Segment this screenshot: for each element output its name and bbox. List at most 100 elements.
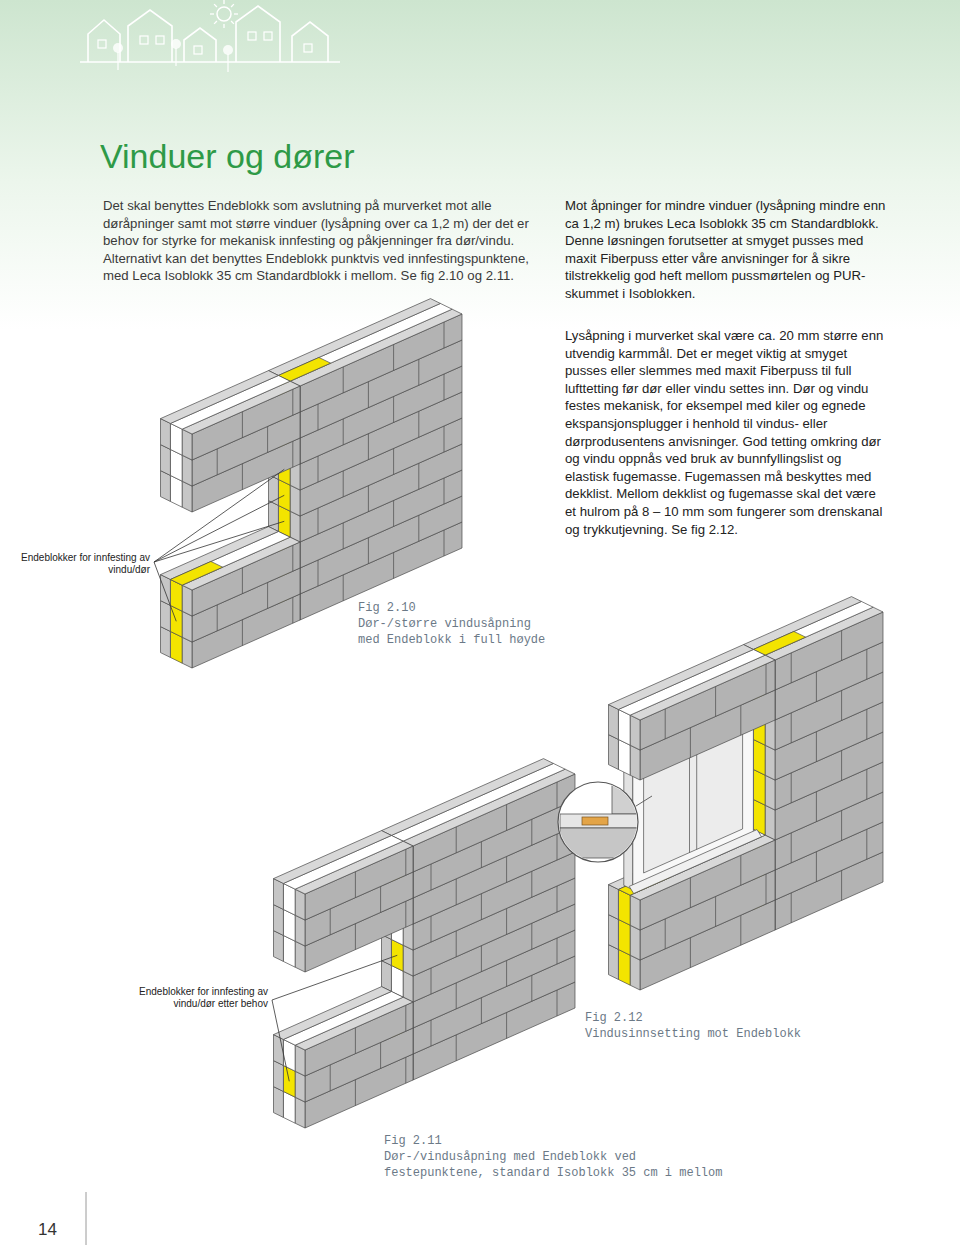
block-top-face xyxy=(170,531,290,585)
endblock-end-face xyxy=(765,775,775,810)
block-joint xyxy=(368,538,369,564)
detail-block xyxy=(560,814,642,828)
block-joint xyxy=(242,464,243,490)
detail-wall xyxy=(560,828,642,858)
sun-ray xyxy=(234,13,238,14)
figure-caption: Vindusinnsetting mot Endeblokk xyxy=(585,1026,845,1042)
block-joint xyxy=(866,709,867,739)
block-end-face xyxy=(618,739,630,775)
endblock-end-face xyxy=(182,637,192,668)
block-joint xyxy=(740,705,741,735)
flower-stem xyxy=(117,52,118,70)
endblock-end-face xyxy=(609,915,619,950)
endblock-end-face xyxy=(618,949,630,985)
house-window xyxy=(304,44,312,52)
block-joint xyxy=(481,894,482,920)
block-end-face xyxy=(295,1045,305,1076)
block-joint xyxy=(368,382,369,408)
endblock-end-face xyxy=(274,1061,284,1092)
block-end-face xyxy=(274,879,284,910)
block-joint xyxy=(557,886,558,912)
block-joint xyxy=(418,515,419,541)
endblock-end-face xyxy=(182,585,192,616)
house-outline xyxy=(88,20,120,62)
block-joint xyxy=(791,773,792,803)
sun-ray xyxy=(231,4,234,7)
house-window xyxy=(98,40,106,48)
page-number: 14 xyxy=(38,1220,78,1240)
block-top-face xyxy=(382,759,554,836)
figure-caption: Dør-/vindusåpning med Endeblokk ved fest… xyxy=(384,1149,729,1181)
block-joint xyxy=(267,582,268,608)
block-joint xyxy=(866,649,867,679)
block-top-face xyxy=(283,835,403,889)
block-joint xyxy=(318,456,319,482)
block-joint xyxy=(318,560,319,586)
block-joint xyxy=(816,792,817,822)
block-joint xyxy=(380,1042,381,1068)
block-joint xyxy=(444,426,445,452)
block-joint xyxy=(456,931,457,957)
block-joint xyxy=(393,396,394,422)
block-joint xyxy=(481,946,482,972)
block-joint xyxy=(355,872,356,898)
figure-number: Fig 2.12 xyxy=(585,1010,705,1026)
sun-ray xyxy=(223,0,224,4)
block-joint xyxy=(506,908,507,934)
block-top-face xyxy=(753,601,873,655)
endblock-end-face xyxy=(618,919,630,955)
block-joint xyxy=(456,1035,457,1061)
sun-symbol xyxy=(217,7,231,21)
block-end-face xyxy=(609,735,619,770)
block-end-face xyxy=(274,1035,284,1066)
block-joint xyxy=(715,686,716,716)
block-joint xyxy=(393,448,394,474)
endblock-end-face xyxy=(609,945,619,980)
block-joint xyxy=(557,938,558,964)
detail-leader xyxy=(636,796,652,806)
block-joint xyxy=(740,915,741,945)
figure-number: Fig 2.10 xyxy=(358,600,553,616)
block-joint xyxy=(292,441,293,467)
block-joint xyxy=(791,653,792,683)
block-end-face xyxy=(182,481,192,512)
flower-stem xyxy=(227,54,228,72)
leader-line xyxy=(154,469,284,562)
house-window xyxy=(194,46,202,54)
endblock-end-face xyxy=(765,805,775,840)
block-top-face xyxy=(744,597,862,650)
house-window xyxy=(140,36,148,44)
callout-label: Endeblokker for innfesting av vindu/dør xyxy=(16,552,150,576)
block-joint xyxy=(217,449,218,475)
block-joint xyxy=(766,874,767,904)
skyline-decoration xyxy=(80,0,340,72)
endblock-end-face xyxy=(753,769,765,805)
block-top-face xyxy=(161,371,279,424)
block-joint xyxy=(841,870,842,900)
block-joint xyxy=(431,916,432,942)
sun-ray xyxy=(210,13,214,14)
sun-ray xyxy=(214,21,217,24)
flower-head xyxy=(223,45,233,55)
block-joint xyxy=(368,434,369,460)
endblock-end-face xyxy=(182,611,192,642)
block-joint xyxy=(740,855,741,885)
block-joint xyxy=(405,1005,406,1031)
block-top-face xyxy=(161,527,279,580)
block-joint xyxy=(418,463,419,489)
house-outline xyxy=(184,28,216,62)
block-end-face xyxy=(161,471,171,502)
block-joint xyxy=(355,1028,356,1054)
block-top-face xyxy=(278,303,452,381)
endblock-top xyxy=(753,631,805,655)
block-joint xyxy=(557,990,558,1016)
block-joint xyxy=(318,404,319,430)
block-joint xyxy=(444,374,445,400)
block-joint xyxy=(405,1057,406,1083)
block-joint xyxy=(841,690,842,720)
leader-line xyxy=(272,955,397,1000)
block-joint xyxy=(292,545,293,571)
block-joint xyxy=(343,471,344,497)
leader-line xyxy=(154,562,176,621)
